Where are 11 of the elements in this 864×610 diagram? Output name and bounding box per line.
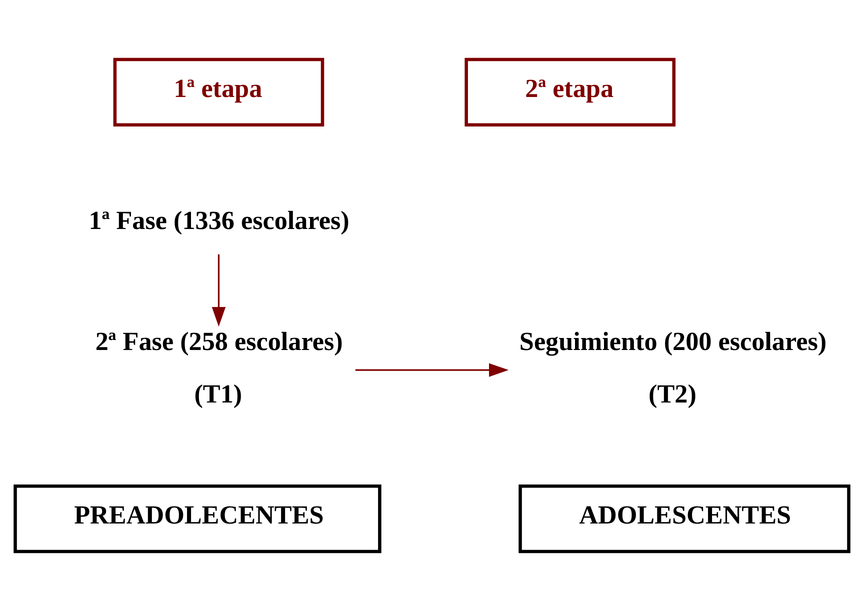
node-box: ADOLESCENTES xyxy=(518,484,850,553)
node-label: (T1) xyxy=(194,378,242,408)
arrow xyxy=(355,362,509,376)
node-text: 2ª Fase (258 escolares) xyxy=(95,326,343,356)
node-box: 2ª etapa xyxy=(464,57,676,126)
node-text: Seguimiento (200 escolares) xyxy=(519,326,827,356)
arrow xyxy=(212,254,226,326)
node-text: 1ª Fase (1336 escolares) xyxy=(88,206,350,235)
node-box: 1ª etapa xyxy=(113,57,324,126)
node-label: (T2) xyxy=(648,378,696,408)
node-box: PREADOLECENTES xyxy=(14,484,382,553)
